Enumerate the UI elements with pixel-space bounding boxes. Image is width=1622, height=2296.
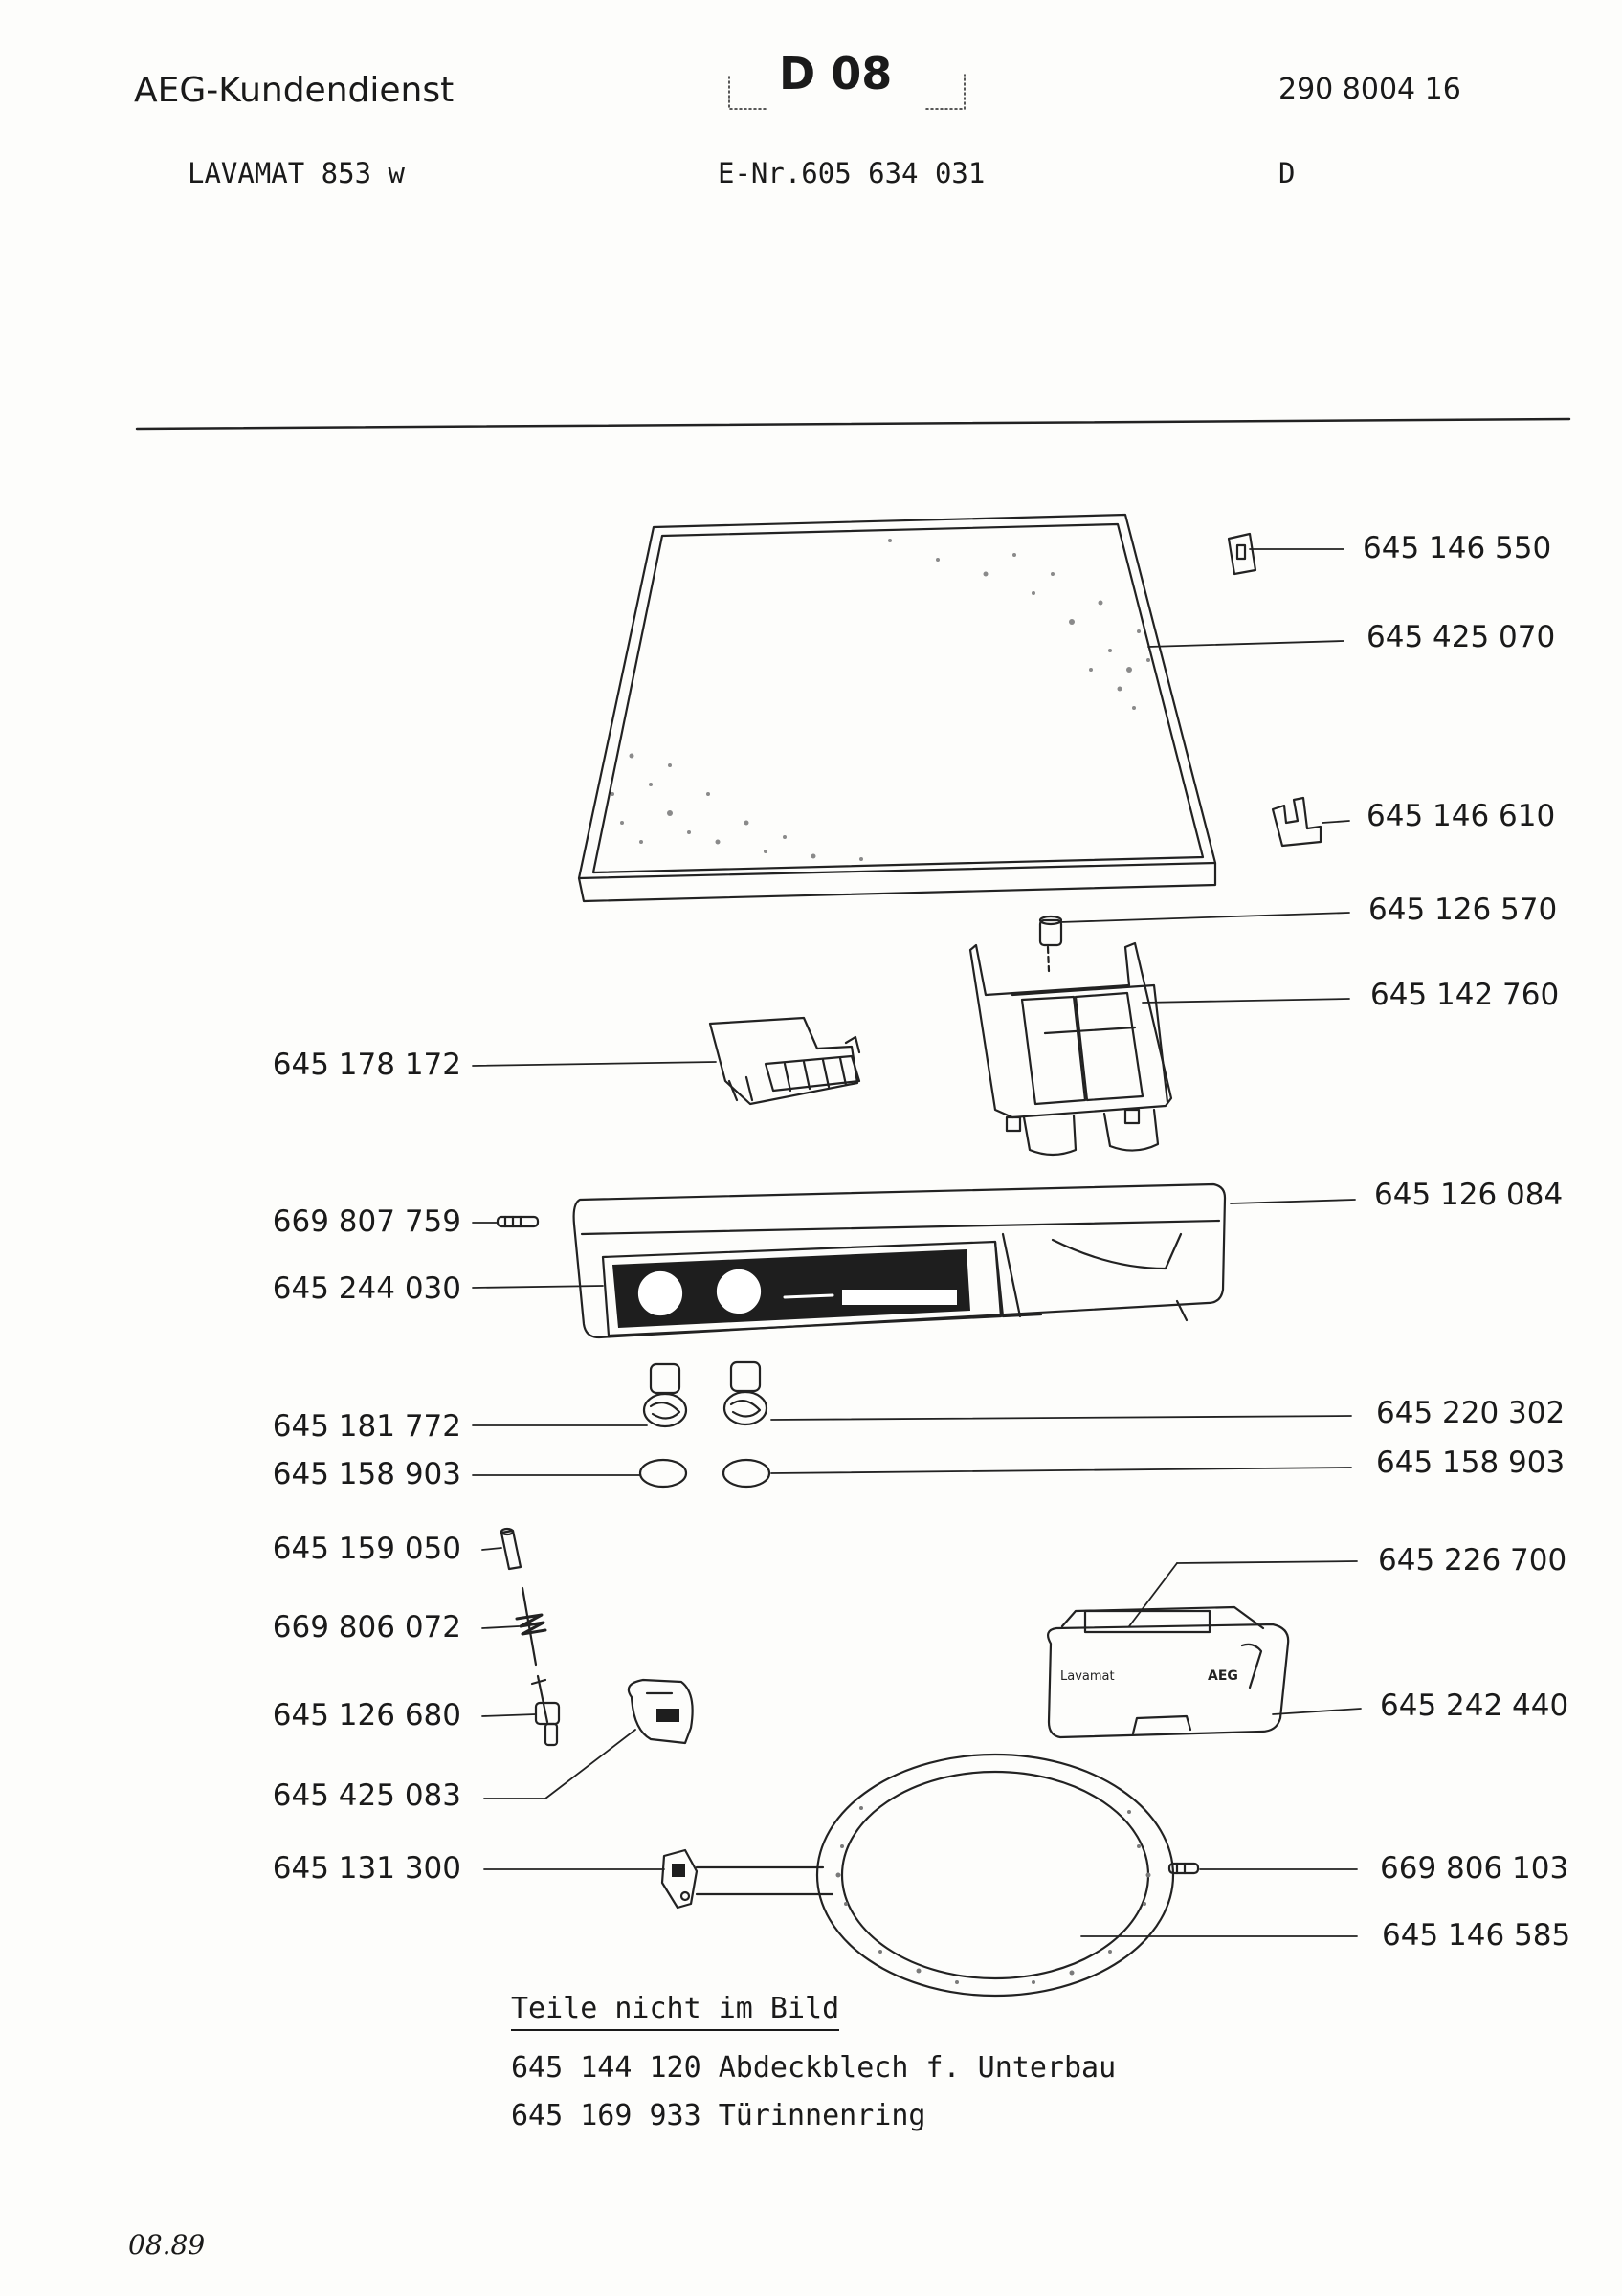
- panel-logo-text: AEG: [1208, 1668, 1238, 1684]
- program-selector-drawing: [708, 1016, 861, 1106]
- part-number-left: 645 178 172: [272, 1048, 461, 1082]
- door-ring-drawing: [815, 1753, 1175, 1998]
- footer-date: 08.89: [128, 2229, 206, 2261]
- part-number-left: 645 181 772: [272, 1409, 461, 1444]
- company-name: AEG-Kundendienst: [134, 71, 455, 110]
- part-number-right: 645 142 760: [1370, 978, 1560, 1012]
- document-number: 290 8004 16: [1278, 73, 1461, 106]
- sheet-code-frame: [728, 74, 966, 110]
- part-number-right: 645 242 440: [1380, 1689, 1569, 1723]
- part-number-right: 669 806 103: [1380, 1851, 1569, 1886]
- hinge-guide-lines: [695, 1866, 834, 1896]
- part-number-left: 645 159 050: [272, 1532, 461, 1566]
- language-code: D: [1278, 157, 1296, 189]
- part-number-right: 645 158 903: [1376, 1446, 1566, 1480]
- knob-left-drawing: [642, 1362, 688, 1428]
- part-number-left: 669 806 072: [272, 1610, 461, 1645]
- model-name: LAVAMAT 853 w: [188, 157, 405, 189]
- lock-pin-drawing: [530, 1674, 561, 1747]
- hinge-part-drawing: [660, 1848, 699, 1910]
- screw-part-drawing: [496, 1215, 540, 1228]
- part-number-right: 645 126 570: [1368, 893, 1558, 927]
- part-number-right: 645 146 550: [1363, 531, 1552, 565]
- detergent-drawer-drawing: [968, 941, 1173, 1157]
- part-number-right: 645 425 070: [1366, 620, 1556, 654]
- part-number-left: 669 807 759: [272, 1204, 461, 1239]
- clip-part-drawing: [1227, 532, 1257, 576]
- door-screw-drawing: [1167, 1862, 1200, 1875]
- e-number: E-Nr.605 634 031: [718, 157, 986, 189]
- control-panel-drawing: [572, 1182, 1227, 1339]
- knob-cap-drawing: [1038, 915, 1063, 947]
- leader-lines-left: [472, 1061, 717, 1870]
- spring-part-drawing: [515, 1586, 547, 1667]
- notes-title: Teile nicht im Bild: [511, 1992, 840, 2031]
- note-item: 645 144 120 Abdeckblech f. Unterbau: [511, 2051, 1117, 2085]
- part-number-left: 645 131 300: [272, 1851, 461, 1886]
- part-number-left: 645 425 083: [272, 1778, 461, 1813]
- part-number-left: 645 158 903: [272, 1457, 461, 1491]
- header-rule: [135, 417, 1571, 430]
- part-number-right: 645 146 585: [1382, 1918, 1571, 1953]
- pin-part-drawing: [500, 1527, 522, 1571]
- part-number-right: 645 126 084: [1374, 1178, 1564, 1212]
- panel-brand-text: Lavamat: [1060, 1669, 1115, 1684]
- knob-caps-drawing: [638, 1458, 771, 1489]
- knob-right-drawing: [722, 1360, 768, 1426]
- part-number-right: 645 146 610: [1366, 799, 1556, 833]
- part-number-right: 645 226 700: [1378, 1543, 1567, 1578]
- sheet-code: D 08: [779, 48, 893, 99]
- handle-part-drawing: [627, 1678, 694, 1745]
- leader-lines-right: [770, 548, 1362, 1937]
- part-number-left: 645 126 680: [272, 1698, 461, 1733]
- note-item: 645 169 933 Türinnenring: [511, 2099, 926, 2132]
- top-cover-texture: [611, 539, 1150, 861]
- top-cover-drawing: [577, 513, 1217, 903]
- part-number-right: 645 220 302: [1376, 1396, 1566, 1430]
- door-ring-texture: [835, 1806, 1151, 1984]
- bracket-part-drawing: [1271, 796, 1322, 848]
- lower-panel-drawing: [1047, 1605, 1290, 1739]
- part-number-left: 645 244 030: [272, 1271, 461, 1306]
